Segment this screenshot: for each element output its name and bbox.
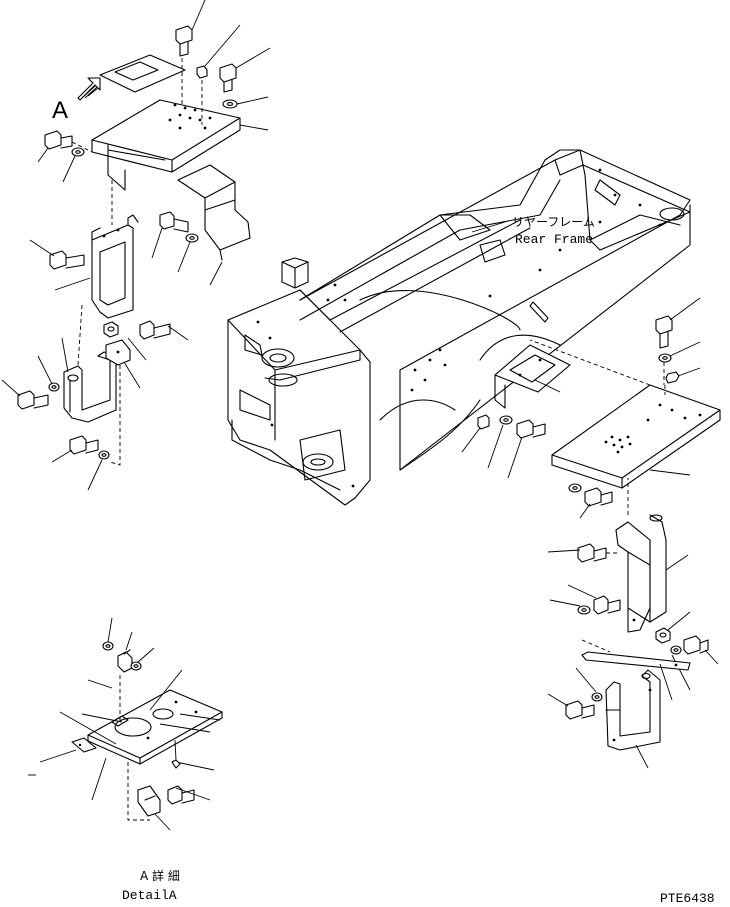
rear-frame [227, 149, 691, 506]
rear-frame-label-jp: リヤーフレーム [512, 215, 595, 229]
detail-a [28, 617, 223, 831]
left-top-hardware [175, 0, 271, 131]
detail-label-jp: A 詳 細 [140, 868, 180, 883]
right-plate-holes [604, 403, 702, 454]
right-top-hardware [655, 297, 701, 385]
right-step-plate [529, 339, 721, 489]
left-ladder-upper [29, 180, 189, 366]
mid-left-bolt [151, 211, 223, 286]
right-ladder-lower [547, 667, 661, 769]
rear-frame-label-en: Rear Frame [515, 232, 593, 247]
left-ladder-lower [1, 337, 141, 491]
left-step-plate: A [52, 54, 251, 261]
detail-label-en: DetailA [122, 888, 177, 903]
left-side-hardware [37, 130, 93, 183]
center-step-bracket [461, 344, 571, 479]
view-arrow-icon [77, 77, 101, 101]
right-mid-hardware [547, 483, 620, 563]
view-marker-a: A [52, 97, 68, 124]
frame-holes [256, 168, 662, 488]
right-ladder-upper [549, 478, 719, 691]
right-flat-bar [581, 639, 691, 701]
step-plate-holes [168, 103, 212, 130]
drawing-code: PTE6438 [660, 891, 715, 906]
